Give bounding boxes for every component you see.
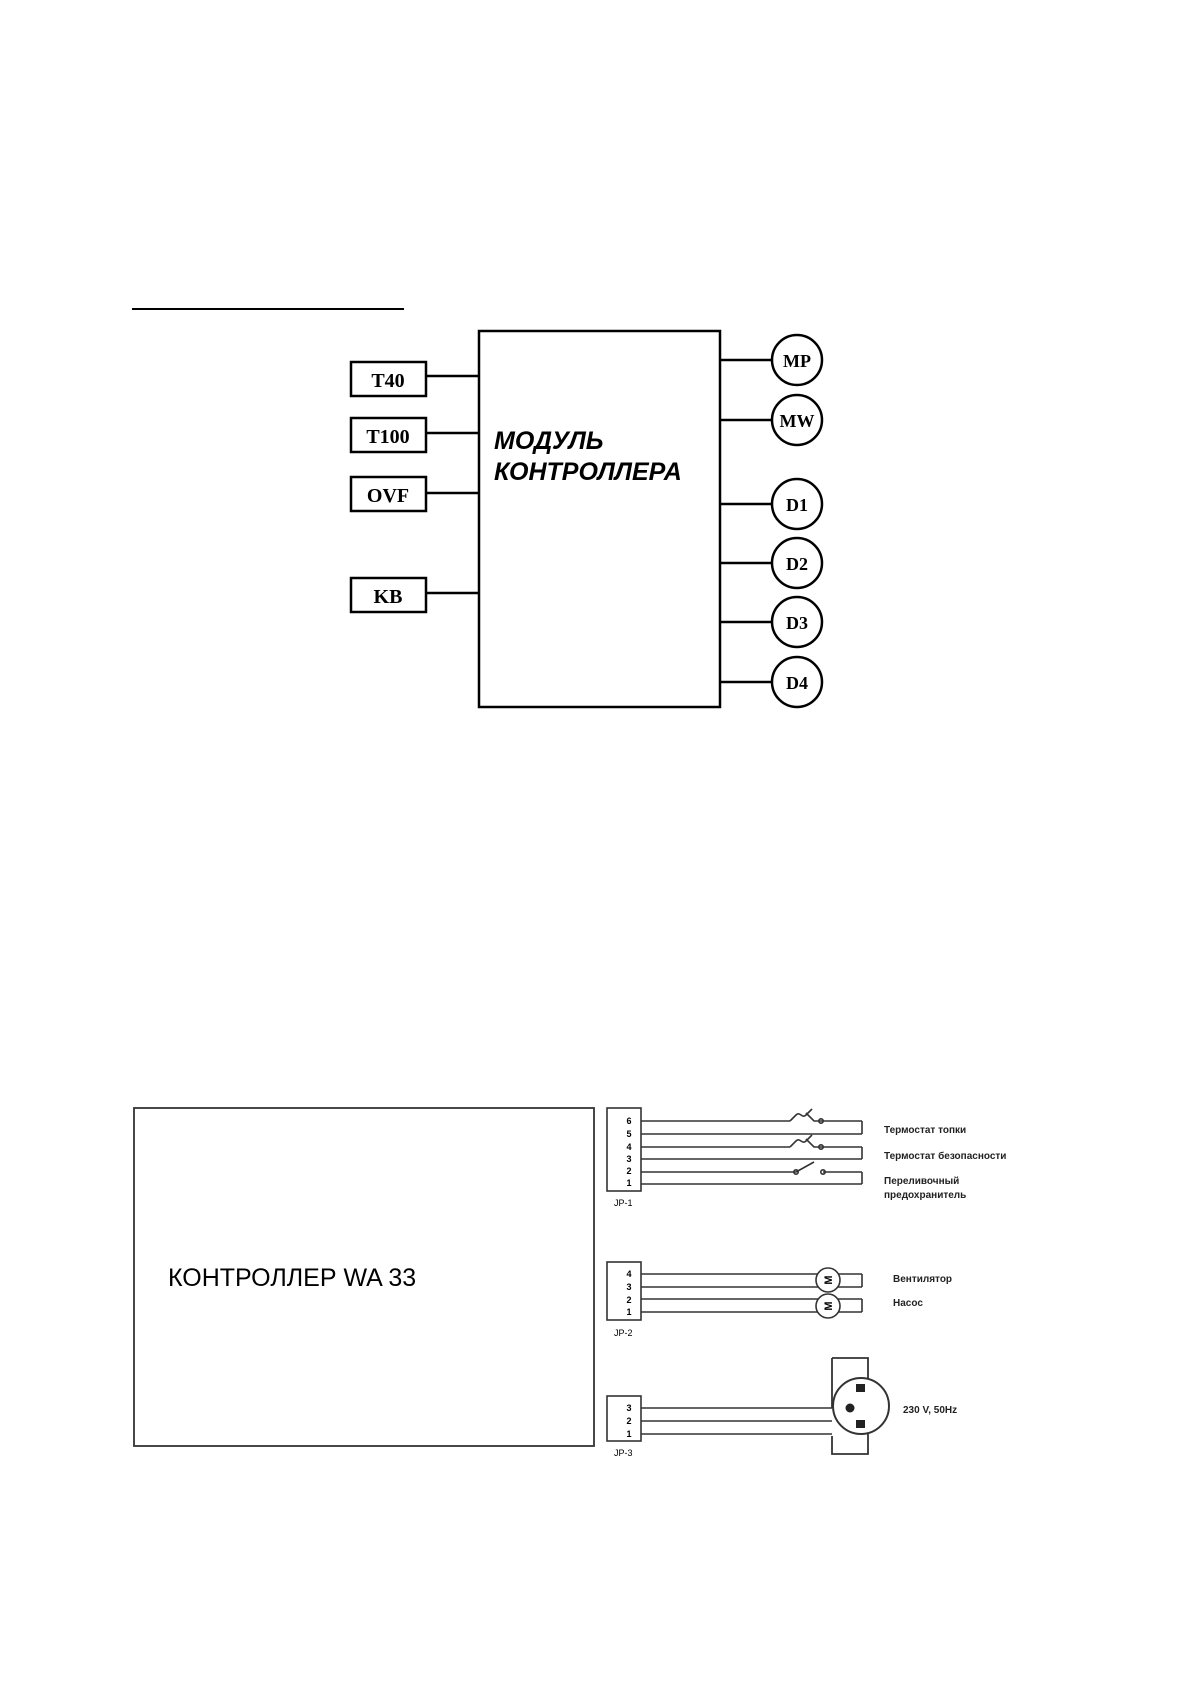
controller-wa33-box bbox=[133, 1107, 595, 1447]
device-label-safety-thermostat: Термостат безопасности bbox=[884, 1150, 1006, 1162]
thermostat-safety-symbol bbox=[789, 1134, 824, 1151]
connector-jp1: 6 5 4 3 2 1 JP-1 bbox=[606, 1107, 1006, 1208]
jp1-pin-2: 2 bbox=[626, 1166, 631, 1176]
controller-module-box bbox=[477, 329, 722, 709]
input-t100: T100 bbox=[349, 416, 479, 454]
jp2-pin-4: 4 bbox=[626, 1269, 631, 1279]
wiring-diagram: КОНТРОЛЛЕР WA 33 6 5 4 3 2 1 JP-1 bbox=[133, 1107, 1006, 1458]
input-label-t100: T100 bbox=[366, 426, 409, 448]
input-kb: KB bbox=[349, 576, 479, 614]
output-mp: MP bbox=[720, 333, 824, 387]
jp3-pin-2: 2 bbox=[626, 1416, 631, 1426]
output-d2: D2 bbox=[720, 536, 824, 590]
connector-jp2: 4 3 2 1 JP-2 M bbox=[606, 1261, 952, 1338]
device-label-pump: Насос bbox=[893, 1298, 923, 1309]
output-label-mw: MW bbox=[780, 411, 815, 431]
supply-label: 230 V, 50Hz bbox=[903, 1405, 957, 1416]
fan-motor-icon: M bbox=[815, 1267, 841, 1293]
output-label-d4: D4 bbox=[786, 673, 808, 693]
overflow-switch-symbol bbox=[792, 1161, 826, 1176]
connector-jp3: 3 2 1 JP-3 230 V, 50Hz bbox=[606, 1357, 957, 1458]
jp1-pin-3: 3 bbox=[626, 1154, 631, 1164]
jp1-pin-1: 1 bbox=[626, 1178, 631, 1188]
output-label-d2: D2 bbox=[786, 554, 808, 574]
controller-wa33-label: КОНТРОЛЛЕР WA 33 bbox=[168, 1264, 416, 1292]
output-d1: D1 bbox=[720, 477, 824, 531]
output-d4: D4 bbox=[720, 655, 824, 709]
jp2-pin-2: 2 bbox=[626, 1295, 631, 1305]
output-d3: D3 bbox=[720, 595, 824, 649]
pump-motor-symbol: M bbox=[823, 1301, 835, 1310]
output-label-mp: MP bbox=[783, 351, 811, 371]
device-label-overflow-line2: предохранитель bbox=[884, 1190, 966, 1201]
jp2-pin-1: 1 bbox=[626, 1307, 631, 1317]
power-socket-icon bbox=[831, 1357, 890, 1455]
output-label-d1: D1 bbox=[786, 495, 808, 515]
input-label-ovf: OVF bbox=[367, 485, 409, 507]
jp3-pin-1: 1 bbox=[626, 1429, 631, 1439]
device-label-fan: Вентилятор bbox=[893, 1274, 952, 1285]
thermostat-furnace-symbol bbox=[789, 1108, 824, 1125]
pump-motor-icon: M bbox=[815, 1293, 841, 1319]
module-title-line2: КОНТРОЛЛЕРА bbox=[494, 458, 682, 486]
input-label-t40: T40 bbox=[371, 370, 404, 392]
jp2-label: JP-2 bbox=[614, 1328, 633, 1338]
jp1-label: JP-1 bbox=[614, 1198, 633, 1208]
input-ovf: OVF bbox=[349, 475, 479, 513]
jp1-pin-5: 5 bbox=[626, 1129, 631, 1139]
output-mw: MW bbox=[720, 393, 824, 447]
fan-motor-symbol: M bbox=[823, 1275, 835, 1284]
block-diagram: МОДУЛЬ КОНТРОЛЛЕРА T40 T100 OVF K bbox=[349, 329, 824, 709]
device-label-furnace-thermostat: Термостат топки bbox=[884, 1125, 966, 1136]
input-label-kb: KB bbox=[374, 586, 403, 608]
jp2-pin-3: 3 bbox=[626, 1282, 631, 1292]
device-label-overflow-line1: Переливочный bbox=[884, 1176, 959, 1187]
jp3-label: JP-3 bbox=[614, 1448, 633, 1458]
header-rule bbox=[132, 308, 404, 310]
output-label-d3: D3 bbox=[786, 613, 808, 633]
input-t40: T40 bbox=[349, 360, 479, 398]
jp1-pin-6: 6 bbox=[626, 1116, 631, 1126]
jp3-pin-3: 3 bbox=[626, 1403, 631, 1413]
module-title-line1: МОДУЛЬ bbox=[494, 427, 603, 455]
jp1-pin-4: 4 bbox=[626, 1142, 631, 1152]
